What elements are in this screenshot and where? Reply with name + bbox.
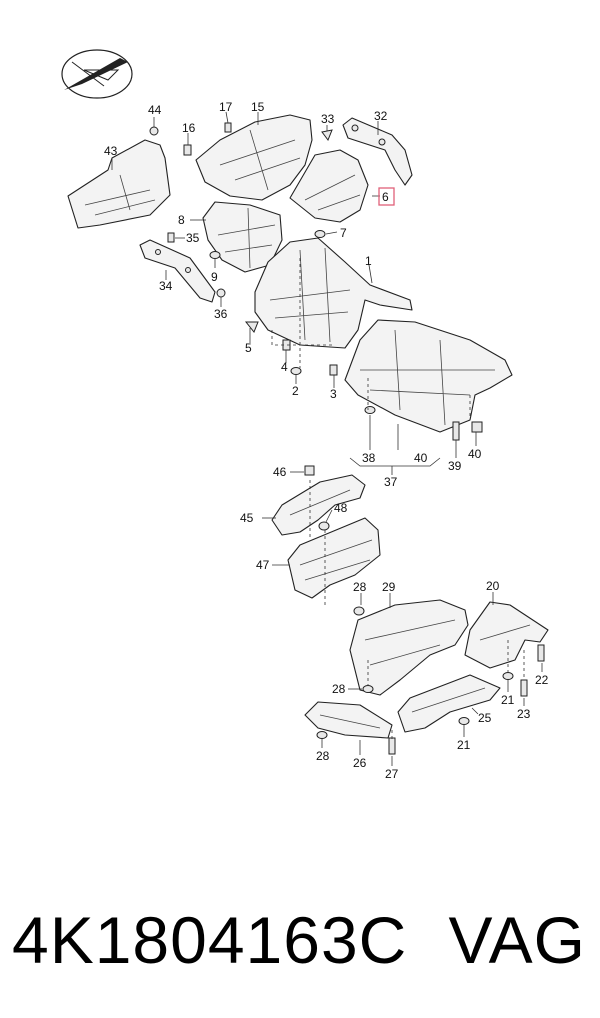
callout-38: 38 [362, 451, 376, 465]
callout-34: 34 [159, 279, 173, 293]
callout-3: 3 [330, 387, 337, 401]
callout-17: 17 [219, 100, 233, 114]
callout-5: 5 [245, 341, 252, 355]
callout-9: 9 [211, 270, 218, 284]
callout-36: 36 [214, 307, 228, 321]
callout-25: 25 [478, 711, 492, 725]
callout-26: 26 [353, 756, 367, 770]
callout-48: 48 [334, 501, 348, 515]
callout-43: 43 [104, 144, 118, 158]
callout-labels: 44 16 17 15 43 33 32 6 7 8 35 9 34 36 1 … [104, 100, 549, 781]
callout-33: 33 [321, 112, 335, 126]
callout-40-a: 40 [414, 451, 428, 465]
part-26-heat-shield [304, 701, 393, 739]
callout-28-b: 28 [332, 682, 346, 696]
part-1-heat-shield [254, 237, 413, 349]
callout-7: 7 [340, 226, 347, 240]
callout-28-c: 28 [316, 749, 330, 763]
part-47-heat-shield [287, 517, 381, 599]
callout-4: 4 [281, 360, 288, 374]
part-number: 4K1804163C [12, 903, 408, 977]
callout-37: 37 [384, 475, 398, 489]
callout-28-a: 28 [353, 580, 367, 594]
part-6-heat-shield [289, 149, 369, 223]
callout-32: 32 [374, 109, 388, 123]
part-45-heat-shield [271, 474, 366, 536]
callout-27: 27 [385, 767, 399, 781]
callout-40-b: 40 [468, 447, 482, 461]
part-15-heat-shield [195, 114, 313, 201]
part-43-heat-shield [67, 139, 171, 229]
callout-6: 6 [382, 190, 389, 204]
part-34-bracket [139, 239, 216, 303]
callout-2: 2 [292, 384, 299, 398]
callout-44: 44 [148, 103, 162, 117]
part-25-heat-shield [397, 674, 501, 733]
parts-diagram: 44 16 17 15 43 33 32 6 7 8 35 9 34 36 1 … [61, 49, 549, 781]
callout-46: 46 [273, 465, 287, 479]
callout-23: 23 [517, 707, 531, 721]
part-20-heat-shield [464, 601, 549, 669]
part-29-heat-shield [349, 599, 469, 696]
callout-35: 35 [186, 231, 200, 245]
callout-15: 15 [251, 100, 265, 114]
highlight-box-6 [378, 187, 395, 206]
callout-16: 16 [182, 121, 196, 135]
callout-1: 1 [365, 254, 372, 268]
callout-39: 39 [448, 459, 462, 473]
fasteners [149, 122, 545, 755]
callout-21-b: 21 [457, 738, 471, 752]
callout-22: 22 [535, 673, 549, 687]
brand-name: VAG [448, 903, 586, 977]
part-8-heat-shield [202, 201, 283, 273]
callout-45: 45 [240, 511, 254, 525]
orientation-logo-icon [61, 49, 133, 99]
part-32-bracket [342, 117, 413, 186]
callout-29: 29 [382, 580, 396, 594]
callout-8: 8 [178, 213, 185, 227]
callout-21-a: 21 [501, 693, 515, 707]
leader-lines [111, 111, 543, 766]
callout-20: 20 [486, 579, 500, 593]
caption-bar: 4K1804163C VAG [0, 885, 600, 995]
callout-47: 47 [256, 558, 270, 572]
